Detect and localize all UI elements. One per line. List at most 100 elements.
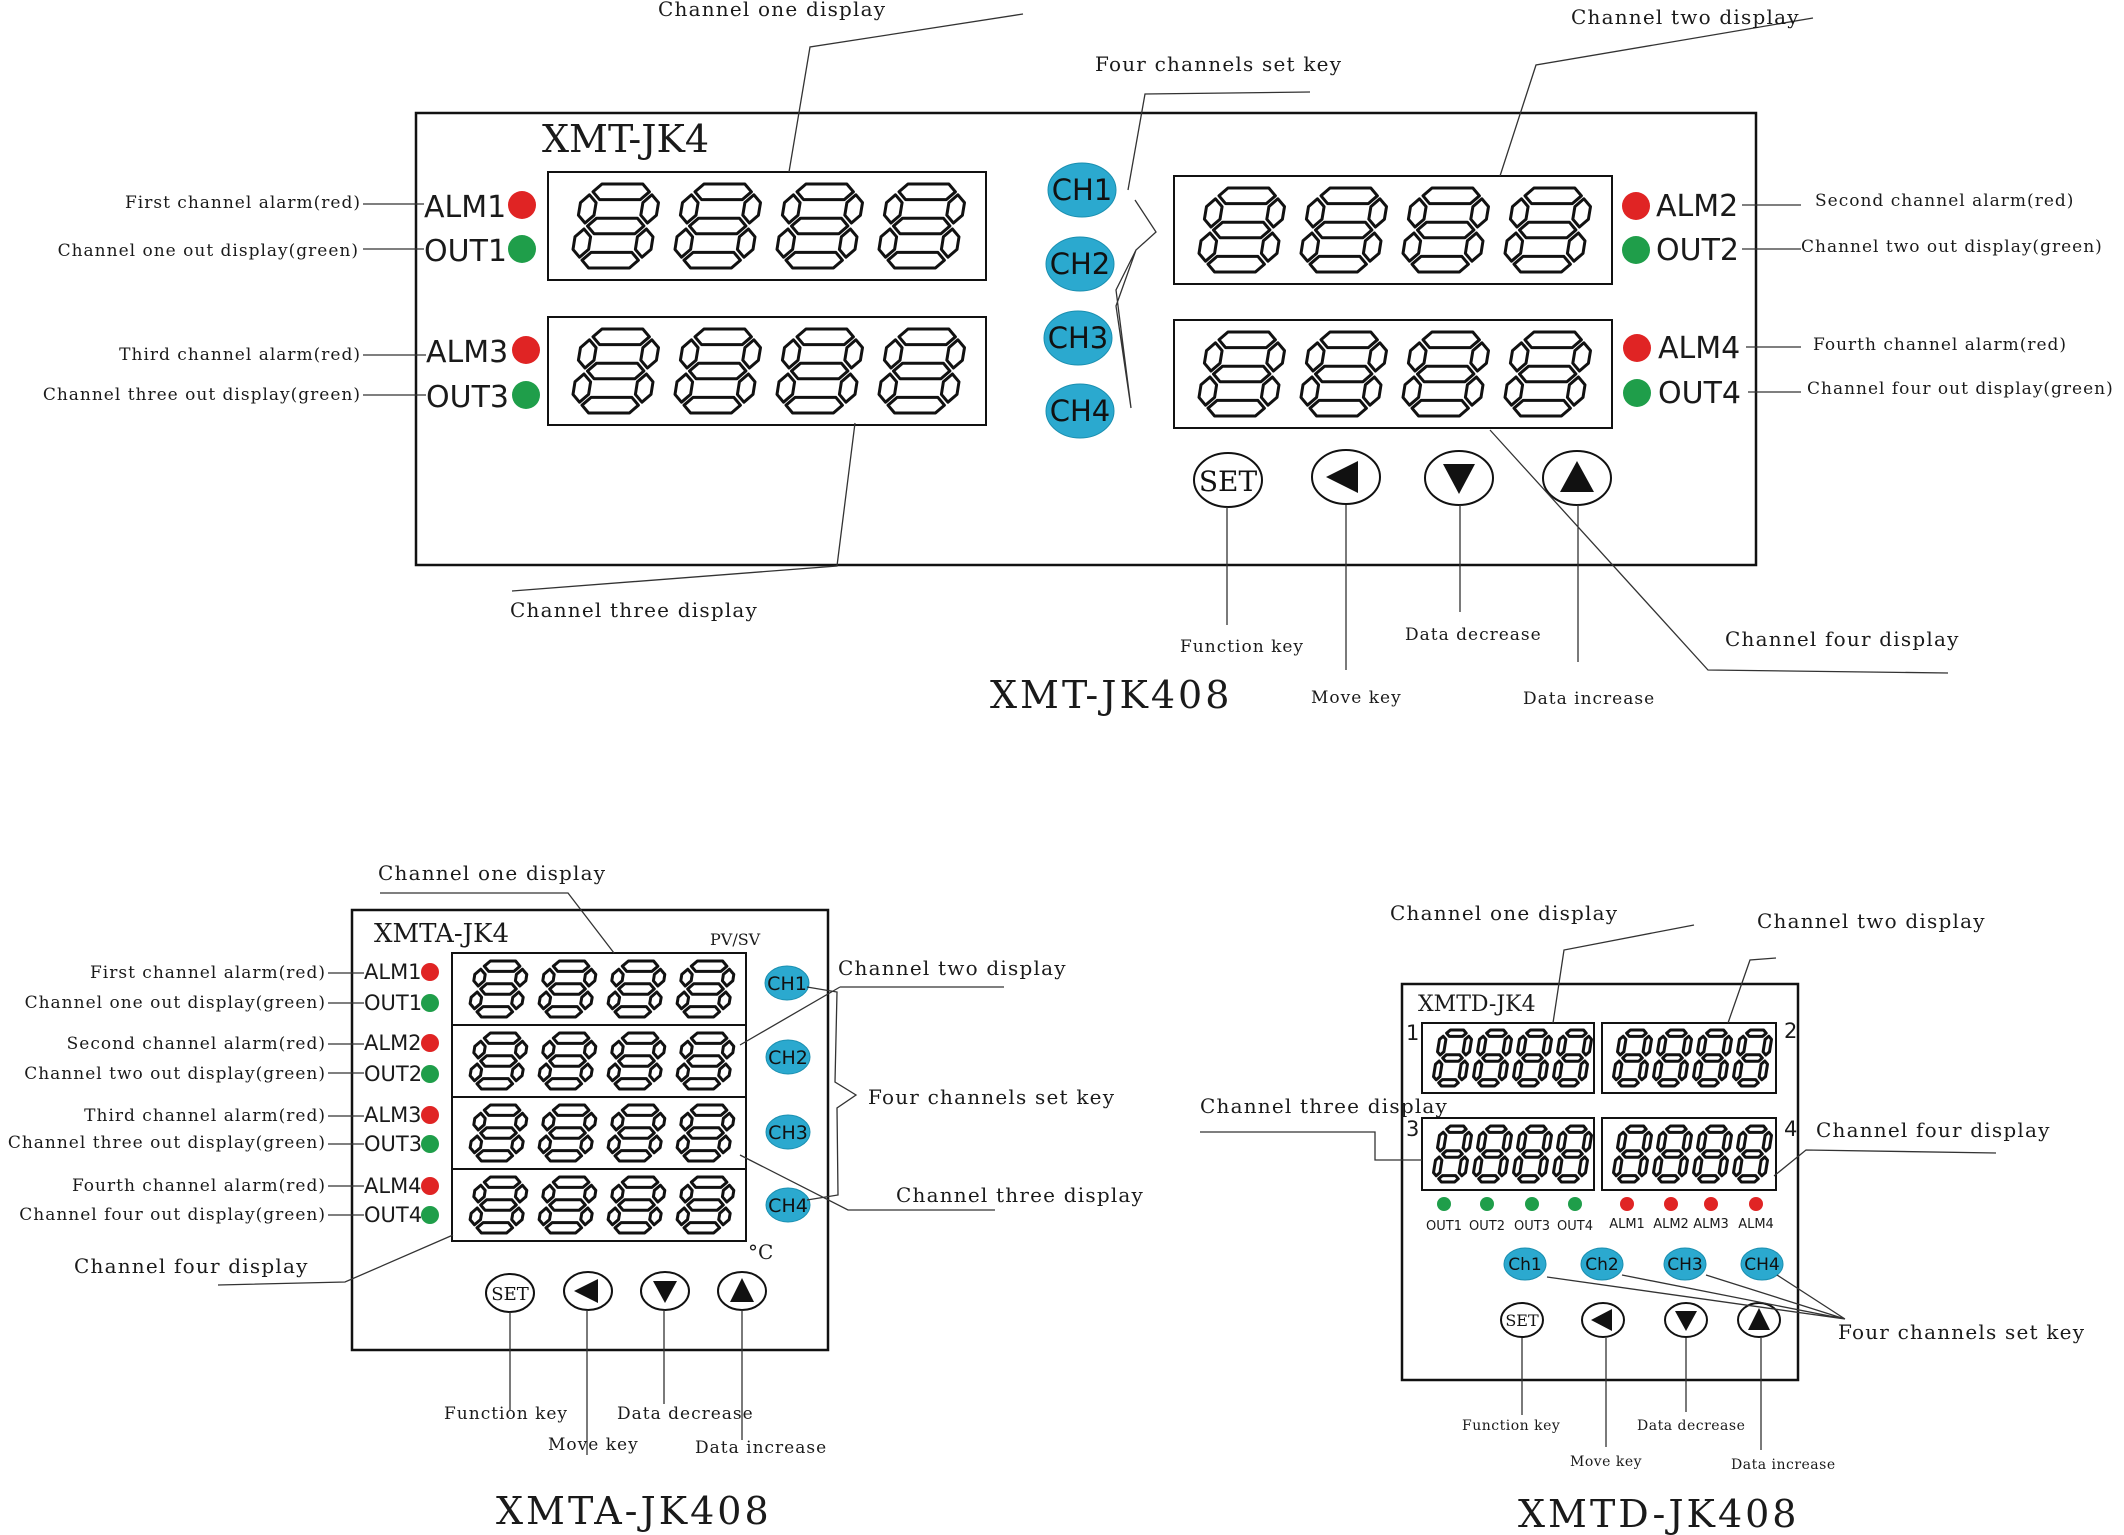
segment-4 bbox=[1656, 1034, 1668, 1057]
segment-7 bbox=[1637, 1059, 1649, 1082]
label-function-key: Function key bbox=[1462, 1418, 1560, 1434]
out3-text: OUT3 bbox=[426, 380, 509, 415]
alm4-text: ALM4 bbox=[364, 1174, 422, 1198]
segment-5 bbox=[513, 967, 529, 988]
segment-2 bbox=[1621, 1053, 1644, 1063]
segment-6 bbox=[1732, 1155, 1744, 1178]
move-key-button[interactable] bbox=[1311, 449, 1381, 505]
data-increase-button[interactable] bbox=[1737, 1302, 1781, 1338]
segment-5 bbox=[582, 967, 598, 988]
segment-1 bbox=[1217, 330, 1277, 350]
alm4-text: ALM4 bbox=[1658, 331, 1740, 366]
ch3-key[interactable]: CH3 bbox=[1663, 1247, 1707, 1281]
segment-2 bbox=[892, 216, 952, 236]
label-data-decrease: Data decrease bbox=[617, 1404, 754, 1424]
set-button-label: SET bbox=[491, 1284, 528, 1305]
segment-5 bbox=[651, 1183, 667, 1204]
device-brand: XMTD-JK4 bbox=[1418, 992, 1536, 1017]
segment-1 bbox=[1525, 1028, 1548, 1038]
segment-3 bbox=[1557, 1078, 1580, 1088]
segment-2 bbox=[1518, 364, 1578, 384]
label-channel-three-display: Channel three display bbox=[896, 1183, 1144, 1207]
ch2-key[interactable]: CH2 bbox=[1045, 236, 1115, 292]
label-channel-one-display: Channel one display bbox=[1390, 901, 1618, 925]
ch1-key[interactable]: CH1 bbox=[764, 965, 810, 1001]
segment-3 bbox=[475, 1221, 515, 1235]
ch4-key[interactable]: CH4 bbox=[765, 1187, 811, 1223]
set-button[interactable]: SET bbox=[485, 1273, 535, 1313]
segment-6 bbox=[1432, 1059, 1444, 1082]
segment-5 bbox=[1367, 341, 1388, 373]
ch2-key[interactable]: CH2 bbox=[765, 1039, 811, 1075]
ch4-key[interactable]: CH4 bbox=[1045, 383, 1115, 439]
segment-7 bbox=[1717, 1155, 1729, 1178]
ch3-key[interactable]: CH3 bbox=[1043, 310, 1113, 366]
set-button[interactable]: SET bbox=[1193, 452, 1263, 508]
segment-5 bbox=[1265, 197, 1286, 229]
label-channel-four-display: Channel four display bbox=[1725, 627, 1960, 651]
move-key-button[interactable] bbox=[1581, 1302, 1625, 1338]
segment-4 bbox=[576, 193, 598, 225]
segment-1 bbox=[1445, 1028, 1468, 1038]
ch1-key-label: Ch1 bbox=[1508, 1255, 1541, 1275]
segment-7 bbox=[1577, 1155, 1589, 1178]
segment-7 bbox=[1259, 231, 1281, 263]
segment-5 bbox=[741, 338, 762, 370]
ch2-key[interactable]: Ch2 bbox=[1580, 1247, 1624, 1281]
channel-number-1: 1 bbox=[1406, 1021, 1419, 1045]
segment-1 bbox=[1485, 1124, 1508, 1134]
ch1-key[interactable]: Ch1 bbox=[1503, 1247, 1547, 1281]
segment-6 bbox=[537, 1134, 553, 1155]
segment-4 bbox=[1616, 1130, 1628, 1153]
digit-3 bbox=[1692, 1124, 1733, 1184]
channel-three-digits bbox=[1432, 1124, 1593, 1184]
ch2-key-label: Ch2 bbox=[1585, 1255, 1618, 1275]
data-increase-button[interactable] bbox=[717, 1271, 767, 1311]
segment-3 bbox=[613, 1077, 653, 1091]
label-second-channel-alarm: Second channel alarm(red) bbox=[1815, 191, 2074, 211]
model-name: XMTD-JK408 bbox=[1518, 1492, 1799, 1535]
pv-sv-label: PV/SV bbox=[710, 930, 761, 949]
segment-2 bbox=[1521, 1053, 1544, 1063]
label-data-decrease: Data decrease bbox=[1637, 1418, 1745, 1434]
segment-5 bbox=[1681, 1130, 1693, 1153]
segment-6 bbox=[1401, 375, 1423, 407]
segment-6 bbox=[1401, 231, 1423, 263]
ch4-key[interactable]: CH4 bbox=[1740, 1247, 1784, 1281]
out3-text: OUT3 bbox=[1514, 1219, 1550, 1234]
digit-3 bbox=[606, 1031, 667, 1091]
digit-3 bbox=[1401, 186, 1490, 274]
segment-6 bbox=[1299, 375, 1321, 407]
segment-7 bbox=[939, 372, 961, 404]
ch3-key[interactable]: CH3 bbox=[765, 1114, 811, 1150]
label-channel-three-out: Channel three out display(green) bbox=[8, 1133, 326, 1153]
segment-7 bbox=[735, 372, 757, 404]
segment-2 bbox=[617, 1054, 656, 1068]
segment-4 bbox=[610, 1111, 625, 1132]
segment-7 bbox=[1677, 1155, 1689, 1178]
move-key-button[interactable] bbox=[563, 1271, 613, 1311]
label-data-decrease: Data decrease bbox=[1405, 625, 1542, 645]
channel-number-2: 2 bbox=[1784, 1019, 1797, 1043]
segment-3 bbox=[1512, 254, 1572, 274]
segment-5 bbox=[945, 193, 966, 225]
alm2-led bbox=[1664, 1197, 1678, 1211]
data-increase-button[interactable] bbox=[1542, 450, 1612, 506]
segment-7 bbox=[1457, 1155, 1469, 1178]
alm3-text: ALM3 bbox=[364, 1103, 422, 1127]
segment-4 bbox=[780, 193, 802, 225]
digit-1 bbox=[1612, 1028, 1653, 1088]
ch3-key-shape bbox=[1663, 1247, 1707, 1281]
segment-6 bbox=[1197, 231, 1219, 263]
segment-1 bbox=[897, 327, 957, 347]
digit-4 bbox=[675, 959, 736, 1019]
data-decrease-button[interactable] bbox=[1424, 450, 1494, 506]
digit-1 bbox=[1432, 1028, 1473, 1088]
data-decrease-button[interactable] bbox=[640, 1271, 690, 1311]
data-decrease-button[interactable] bbox=[1664, 1302, 1708, 1338]
set-button[interactable]: SET bbox=[1500, 1302, 1544, 1338]
ch1-key[interactable]: CH1 bbox=[1047, 162, 1117, 218]
digit-3 bbox=[1512, 1028, 1553, 1088]
digit-1 bbox=[571, 182, 660, 270]
segment-6 bbox=[675, 1206, 691, 1227]
